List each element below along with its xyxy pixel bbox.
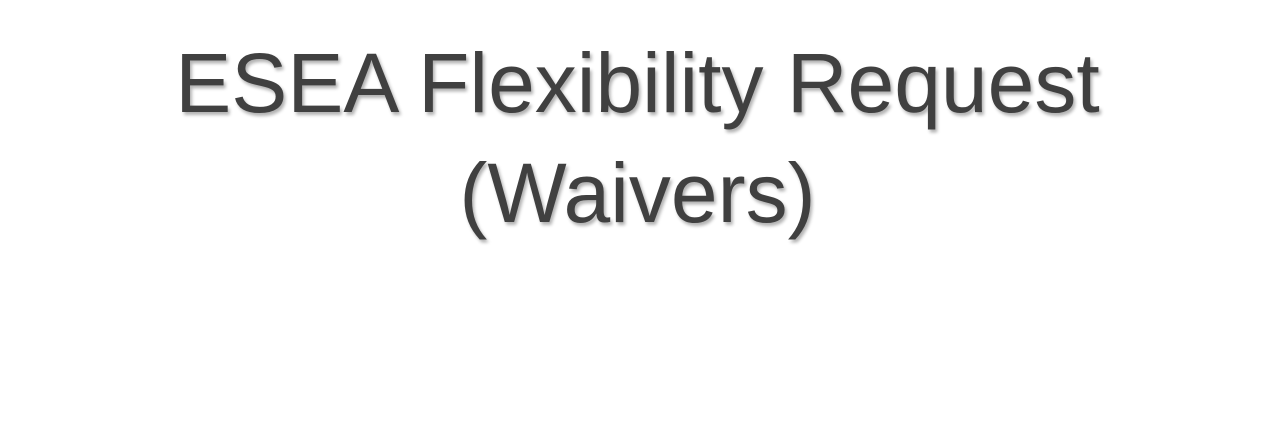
- slide-title-line-1: ESEA Flexibility Request: [175, 36, 1100, 130]
- slide-title: ESEA Flexibility Request (Waivers): [0, 28, 1275, 248]
- slide-title-line-2: (Waivers): [459, 146, 816, 240]
